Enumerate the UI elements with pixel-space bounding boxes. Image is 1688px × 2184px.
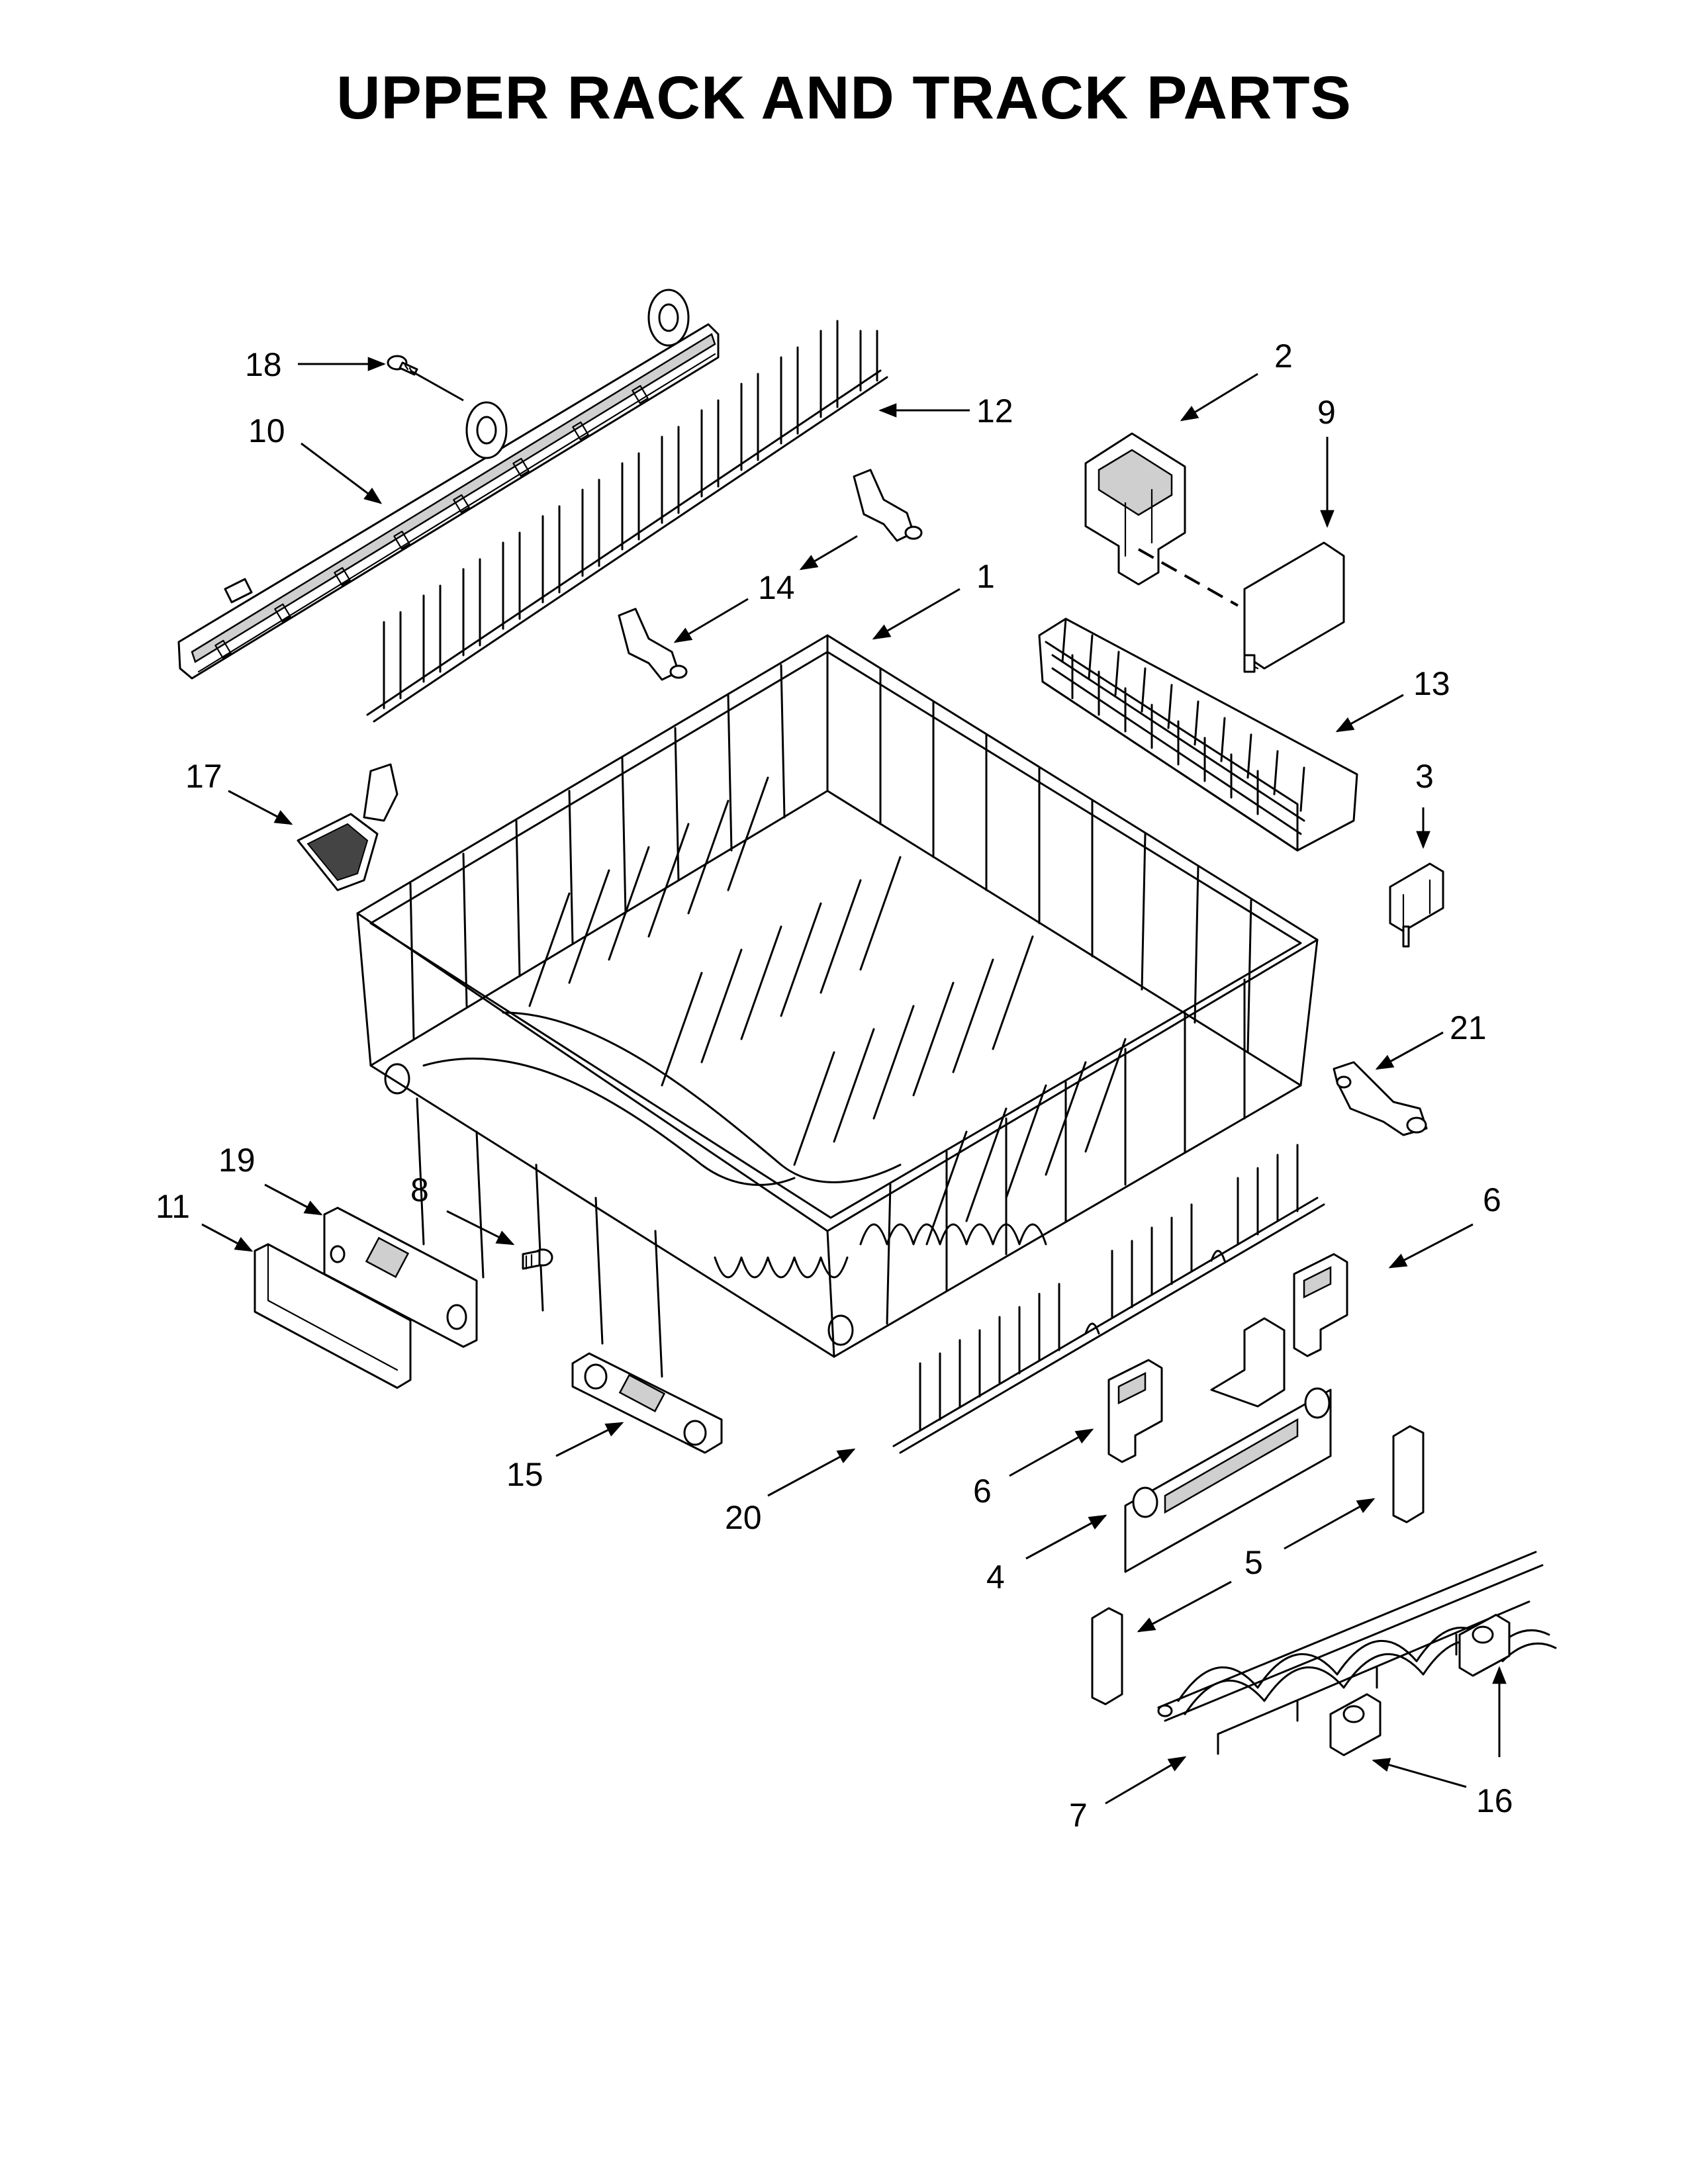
part-6-clip-lower: [1107, 1359, 1163, 1463]
callout-7: 7: [1069, 1797, 1088, 1834]
callout-20: 20: [725, 1499, 762, 1536]
callout-5: 5: [1244, 1544, 1263, 1581]
page-title: UPPER RACK AND TRACK PARTS: [336, 64, 1352, 132]
part-16-cap-upper: [1458, 1614, 1511, 1677]
part-2-9-dash-line: [1138, 548, 1239, 607]
callout-11: 11: [156, 1188, 190, 1225]
part-6-clip-upper: [1293, 1253, 1348, 1357]
callout-6-upper: 6: [1483, 1181, 1501, 1218]
part-14-clip-upper: [853, 469, 923, 542]
callout-10: 10: [248, 412, 285, 449]
part-2-bracket: [1084, 432, 1186, 586]
callout-3: 3: [1415, 758, 1434, 795]
part-20-tine-row: [892, 1144, 1325, 1454]
part-21-adjuster: [1333, 1061, 1428, 1136]
part-4-track-adjuster: [1124, 1317, 1332, 1573]
callout-17: 17: [185, 758, 222, 795]
part-17-bracket: [297, 763, 399, 891]
callout-15: 15: [506, 1456, 543, 1493]
part-11-handle: [254, 1243, 412, 1389]
callout-2: 2: [1274, 338, 1293, 375]
part-16-cap-lower: [1329, 1693, 1382, 1756]
part-19-handle-frame: [323, 1206, 478, 1348]
callout-arrows: [201, 357, 1507, 1805]
part-9-cover: [1243, 541, 1345, 673]
callout-1: 1: [976, 558, 995, 595]
part-13-basket: [1038, 617, 1358, 852]
part-15-latch: [571, 1352, 723, 1454]
part-8-screw: [522, 1248, 553, 1270]
callout-19: 19: [218, 1142, 256, 1179]
part-1-upper-rack: [356, 634, 1319, 1378]
part-12-tine-row: [366, 320, 888, 723]
callout-8: 8: [410, 1171, 429, 1208]
callout-21: 21: [1450, 1009, 1487, 1046]
callout-13: 13: [1413, 665, 1450, 702]
part-14-clip-lower: [618, 608, 688, 681]
part-5-cap-left: [1091, 1607, 1123, 1706]
callout-12: 12: [976, 392, 1013, 430]
callout-18: 18: [245, 346, 282, 383]
callout-labels: 18 10 12 14 1 2 9 13 3 21 17 19 8 11 6 6…: [156, 338, 1513, 1834]
part-5-cap-right: [1392, 1425, 1425, 1524]
callout-14: 14: [758, 569, 795, 606]
callout-16: 16: [1476, 1782, 1513, 1819]
callout-9: 9: [1317, 394, 1336, 431]
callout-6-lower: 6: [973, 1473, 992, 1510]
part-3-clip: [1389, 862, 1444, 948]
callout-4: 4: [986, 1559, 1005, 1596]
part-10-track-rail: [177, 289, 720, 680]
